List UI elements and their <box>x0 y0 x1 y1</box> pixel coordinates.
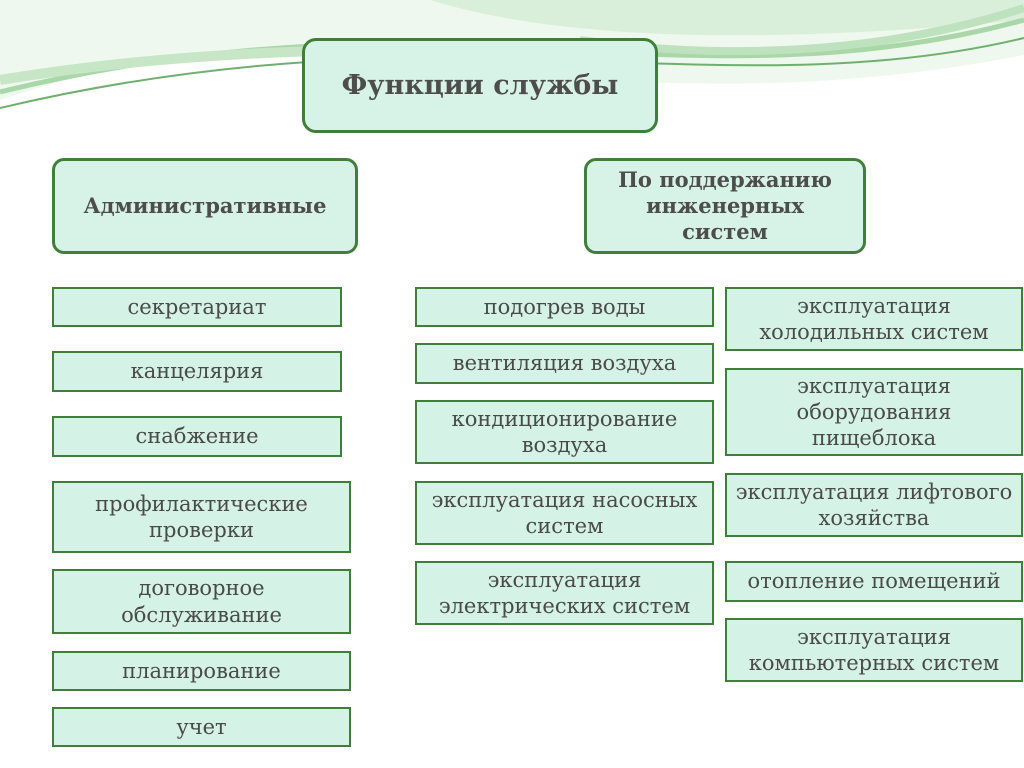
engineering-item: эксплуатация компьютерных систем <box>725 618 1023 682</box>
admin-item-label: секретариат <box>127 294 267 319</box>
engineering-item: эксплуатация лифтового хозяйства <box>725 473 1023 537</box>
admin-item: договорное обслуживание <box>52 569 351 634</box>
admin-item: канцелярия <box>52 351 342 392</box>
admin-item-label: канцелярия <box>130 359 264 384</box>
engineering-heading: По поддержанию инженерных систем <box>618 166 832 245</box>
title-box: Функции службы <box>302 38 658 133</box>
admin-item: секретариат <box>52 287 342 327</box>
admin-item-label: снабжение <box>135 424 259 449</box>
admin-item-label: учет <box>176 714 227 739</box>
admin-item: планирование <box>52 651 351 691</box>
admin-item: снабжение <box>52 416 342 457</box>
engineering-item: отопление помещений <box>725 561 1023 602</box>
engineering-item-label: вентиляция воздуха <box>452 351 677 376</box>
engineering-item: эксплуатация холодильных систем <box>725 287 1023 351</box>
admin-item: профилактические проверки <box>52 481 351 553</box>
engineering-heading-box: По поддержанию инженерных систем <box>584 158 866 254</box>
engineering-item: эксплуатация оборудования пищеблока <box>725 368 1023 456</box>
engineering-item-label: эксплуатация лифтового хозяйства <box>735 479 1013 530</box>
engineering-item-label: отопление помещений <box>747 569 1001 594</box>
engineering-item: кондиционирование воздуха <box>415 400 714 464</box>
admin-item-label: договорное обслуживание <box>121 576 282 627</box>
title-text: Функции службы <box>341 69 619 101</box>
engineering-item-label: подогрев воды <box>483 294 646 319</box>
admin-item-label: профилактические проверки <box>95 491 308 542</box>
engineering-item: подогрев воды <box>415 287 714 327</box>
engineering-item-label: эксплуатация насосных систем <box>431 487 698 538</box>
engineering-item-label: эксплуатация компьютерных систем <box>748 624 1000 675</box>
engineering-item: вентиляция воздуха <box>415 343 714 384</box>
engineering-item-label: эксплуатация холодильных систем <box>759 293 989 344</box>
engineering-item-label: эксплуатация оборудования пищеблока <box>796 373 952 451</box>
admin-heading-box: Административные <box>52 158 358 254</box>
engineering-item-label: эксплуатация электрических систем <box>438 567 691 618</box>
engineering-item: эксплуатация насосных систем <box>415 481 714 545</box>
engineering-item-label: кондиционирование воздуха <box>451 406 678 457</box>
engineering-item: эксплуатация электрических систем <box>415 561 714 625</box>
admin-heading: Административные <box>83 192 327 218</box>
admin-item-label: планирование <box>122 658 281 683</box>
admin-item: учет <box>52 707 351 747</box>
